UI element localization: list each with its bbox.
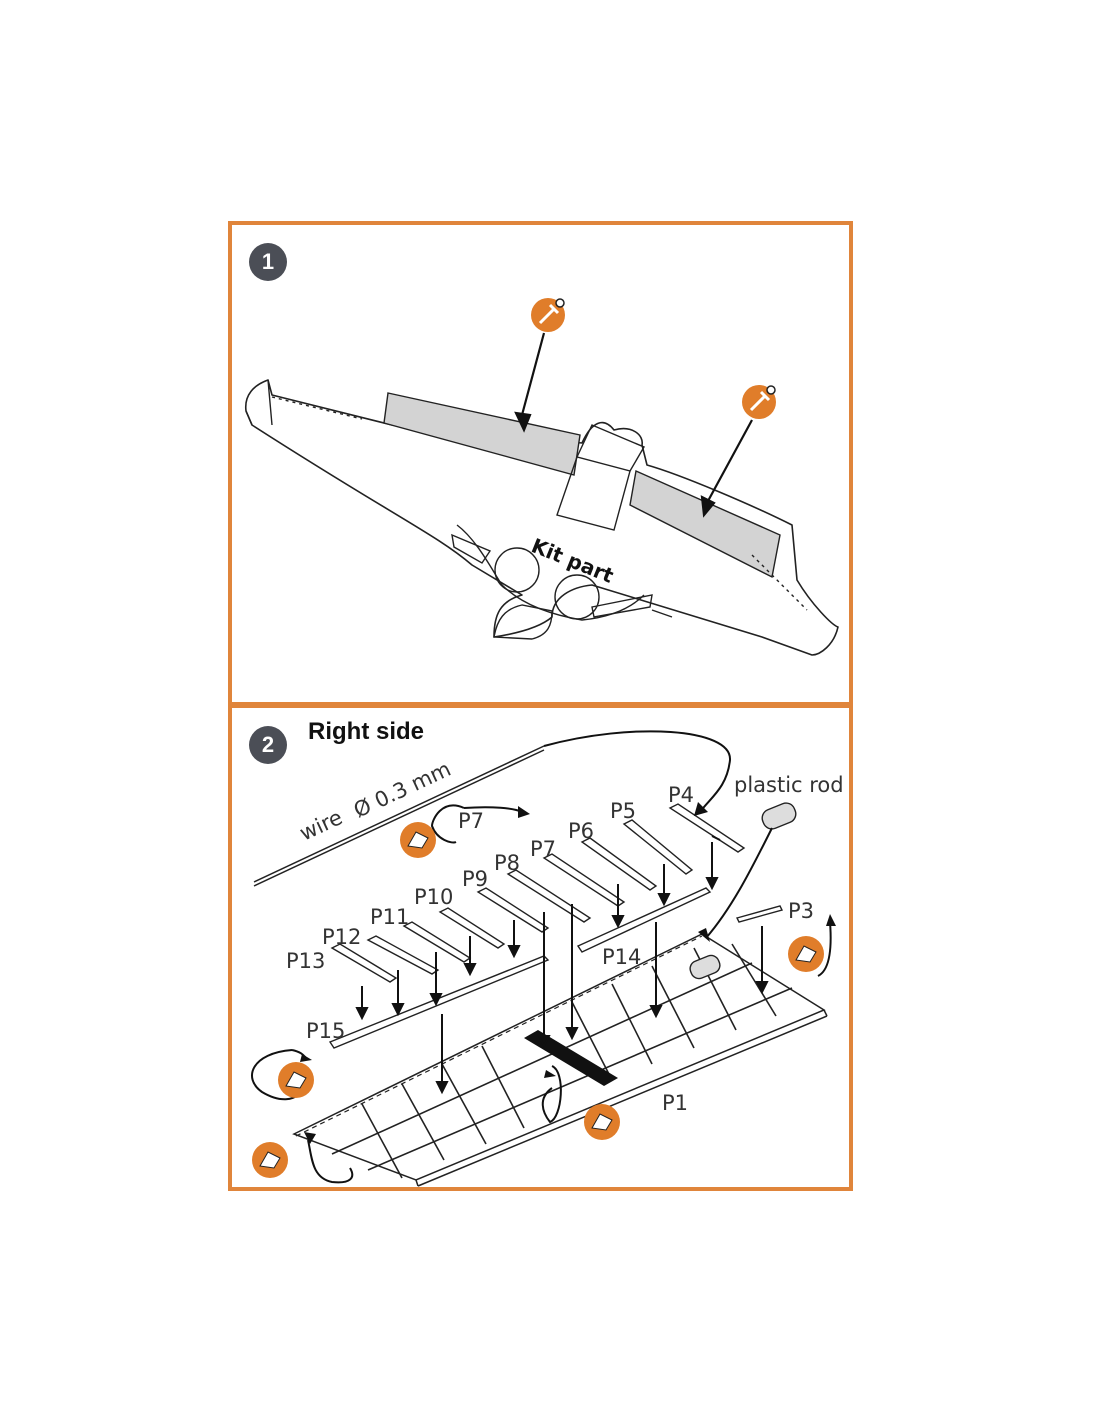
label-p5: P5 xyxy=(610,799,636,823)
wing-outline xyxy=(244,379,839,656)
label-p14: P14 xyxy=(602,945,641,969)
cut-icon xyxy=(742,385,776,419)
label-p11: P11 xyxy=(370,905,409,929)
wire-label: wire xyxy=(296,805,346,845)
label-p9: P9 xyxy=(462,867,488,891)
plastic-rods xyxy=(689,802,797,980)
glue-icon xyxy=(278,1062,314,1098)
label-p1: P1 xyxy=(662,1091,688,1115)
label-p12: P12 xyxy=(322,925,361,949)
curved-arrow-heads xyxy=(300,802,836,1144)
step-1-panel: 1 Kit part xyxy=(228,221,853,706)
step-2-title: Right side xyxy=(308,718,425,745)
label-p7-b: P7 xyxy=(530,837,556,861)
hinge-line xyxy=(295,935,703,1137)
glue-icon xyxy=(788,936,824,972)
label-p7-a: P7 xyxy=(458,809,484,833)
label-p3: P3 xyxy=(788,899,814,923)
label-p10: P10 xyxy=(414,885,453,909)
arrows xyxy=(514,332,753,518)
cut-icon xyxy=(531,298,565,332)
down-arrows xyxy=(355,835,769,1095)
slot xyxy=(524,1030,618,1086)
label-p6: P6 xyxy=(568,819,594,843)
step-2-panel: 2 Right side wire Ø 0.3 mm plastic rod xyxy=(228,704,853,1191)
glue-icon xyxy=(584,1104,620,1140)
wing-diagram: Kit part xyxy=(244,298,839,656)
step-1-badge: 1 xyxy=(249,243,287,281)
panel-dashes xyxy=(271,396,808,611)
label-p4: P4 xyxy=(668,783,694,807)
glue-icon xyxy=(252,1142,288,1178)
step-2-badge: 2 xyxy=(249,726,287,764)
plastic-rod-label: plastic rod xyxy=(734,773,844,797)
glue-icon xyxy=(400,822,436,858)
flap-grid xyxy=(331,943,793,1179)
label-p13: P13 xyxy=(286,949,325,973)
removed-areas xyxy=(383,392,781,579)
spars xyxy=(328,887,712,1049)
fuselage-details xyxy=(245,379,673,640)
ribs xyxy=(330,803,746,983)
label-p15: P15 xyxy=(306,1019,345,1043)
wire xyxy=(253,745,545,887)
part-p3 xyxy=(735,905,784,923)
flap-diagram: wire Ø 0.3 mm plastic rod xyxy=(251,730,844,1187)
label-p8: P8 xyxy=(494,851,520,875)
